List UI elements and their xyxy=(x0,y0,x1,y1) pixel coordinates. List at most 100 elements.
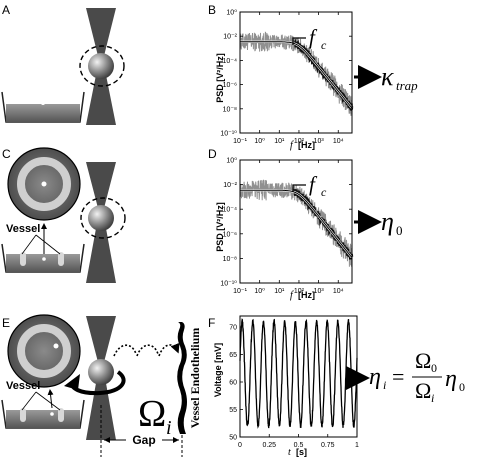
trapped-bead xyxy=(88,53,114,79)
vessel-pointer-right-e xyxy=(35,391,61,411)
omega-sub: i xyxy=(166,417,172,439)
y-tick-label: 10⁻⁴ xyxy=(223,58,238,65)
panel-c: C Vessel xyxy=(1,147,126,283)
y-tick-label: 10⁻⁴ xyxy=(223,207,238,214)
dish-medium xyxy=(6,104,80,122)
gap-arrowhead-left xyxy=(104,437,110,443)
x-axis-unit-f: [s] xyxy=(296,447,307,457)
x-tick-label: 0 xyxy=(238,442,242,449)
corner-frequency-label-b: f xyxy=(309,25,318,49)
y-tick-label: 10⁻¹⁰ xyxy=(220,130,237,138)
vessel-cross-section-ring xyxy=(17,157,71,211)
kappa-symbol: κ xyxy=(381,62,394,91)
y-tick-label: 10⁻¹⁰ xyxy=(220,280,237,288)
trapped-bead-c xyxy=(88,205,114,231)
y-tick-label: 55 xyxy=(229,407,237,414)
gap-arrowhead-right xyxy=(173,437,179,443)
x-tick-label: 10² xyxy=(294,288,305,295)
endothelium-label: Vessel Endothelium xyxy=(188,328,202,429)
hop-arrow-2 xyxy=(136,344,159,357)
x-tick-label: 10⁻¹ xyxy=(233,138,247,145)
y-tick-label: 70 xyxy=(229,325,237,332)
eta0-tail: η xyxy=(445,366,457,392)
vessel-pointer-left xyxy=(21,234,37,255)
y-axis-label-d: PSD [V²/Hz] xyxy=(215,202,225,252)
x-tick-label: 10⁻¹ xyxy=(233,288,247,295)
plot-frame xyxy=(239,11,353,134)
voltage-trace xyxy=(239,318,358,429)
panel-letter-d: D xyxy=(208,147,217,161)
x-tick-label: 10⁰ xyxy=(254,137,265,145)
panel-letter-b: B xyxy=(208,3,216,17)
omega-symbol: Ω xyxy=(138,393,166,435)
corner-bracket-b xyxy=(292,37,306,45)
y-tick-label: 10⁻² xyxy=(223,34,237,41)
corner-frequency-sub-d: c xyxy=(321,185,327,199)
x-axis-var-b: f xyxy=(290,140,294,151)
corner-bracket-d xyxy=(292,184,306,192)
gap-label: Gap xyxy=(132,433,155,447)
equals-sign: = xyxy=(392,364,404,389)
brownian-range-circle xyxy=(79,45,125,87)
y-axis-label-b: PSD [V²/Hz] xyxy=(215,53,225,103)
y-tick-label: 10⁻⁶ xyxy=(223,231,237,238)
eta0-tail-sub: 0 xyxy=(459,380,465,394)
lorentzian-fit xyxy=(240,189,353,259)
x-axis-unit-b: [Hz] xyxy=(298,140,315,150)
hop-arrow-3 xyxy=(158,342,180,357)
y-tick-label: 50 xyxy=(229,435,237,442)
y-tick-label: 10⁰ xyxy=(226,157,237,165)
x-tick-label: 0.25 xyxy=(262,442,276,449)
omega-i-den: Ω xyxy=(415,378,431,403)
bead-in-vessel xyxy=(41,181,47,187)
y-tick-label: 10⁻⁶ xyxy=(223,82,237,89)
vessel-wall-right xyxy=(58,252,64,266)
y-tick-label: 10⁻⁸ xyxy=(223,256,237,263)
x-axis-var-d: f xyxy=(290,290,294,301)
brownian-range-circle-c xyxy=(80,197,126,239)
gap-label-bg xyxy=(126,433,162,447)
omega0-num: Ω xyxy=(415,348,431,373)
plot-frame xyxy=(239,159,353,284)
y-tick-label: 60 xyxy=(229,380,237,387)
x-tick-label: 10⁴ xyxy=(333,138,344,145)
vessel-label-c: Vessel xyxy=(6,223,40,235)
dish-medium-c xyxy=(6,254,80,272)
x-tick-label: 10³ xyxy=(314,138,325,145)
y-axis-label-f: Voltage [mV] xyxy=(213,343,223,397)
bead-small-c xyxy=(42,257,46,261)
dish-medium-e xyxy=(6,410,80,428)
eta0-sub: 0 xyxy=(396,223,403,238)
panel-letter-f: F xyxy=(208,316,215,330)
x-tick-label: 1 xyxy=(355,442,359,449)
y-tick-label: 65 xyxy=(229,352,237,359)
panel-letter-a: A xyxy=(2,3,10,17)
panel-letter-c: C xyxy=(2,147,11,161)
vessel-pointer-right xyxy=(35,234,61,255)
y-tick-label: 10⁻² xyxy=(223,182,237,189)
panel-letter-e: E xyxy=(2,316,10,330)
lorentzian-fit-halo xyxy=(240,40,353,109)
bead-near-wall xyxy=(53,343,59,349)
eta-i-symbol: η xyxy=(369,364,381,390)
corner-frequency-label-d: f xyxy=(309,172,318,196)
spinning-bead xyxy=(88,359,114,385)
x-axis-var-f: t xyxy=(288,447,291,457)
bead-small-e xyxy=(50,412,54,416)
vessel-endothelium-wall xyxy=(177,322,187,434)
vessel-wall-right-e xyxy=(58,408,64,422)
kappa-sub: trap xyxy=(396,78,418,93)
x-tick-label: 10⁴ xyxy=(333,288,344,295)
x-tick-label: 0.75 xyxy=(321,442,335,449)
eta-i-sub: i xyxy=(383,378,386,392)
vessel-wall-left-e xyxy=(20,408,26,422)
vessel-pointer-left-e xyxy=(21,391,37,411)
vessel-wall-left xyxy=(20,252,26,266)
y-tick-label: 10⁰ xyxy=(226,9,237,17)
y-tick-label: 10⁻⁸ xyxy=(223,106,237,113)
vessel-label-e: Vessel xyxy=(6,380,40,392)
